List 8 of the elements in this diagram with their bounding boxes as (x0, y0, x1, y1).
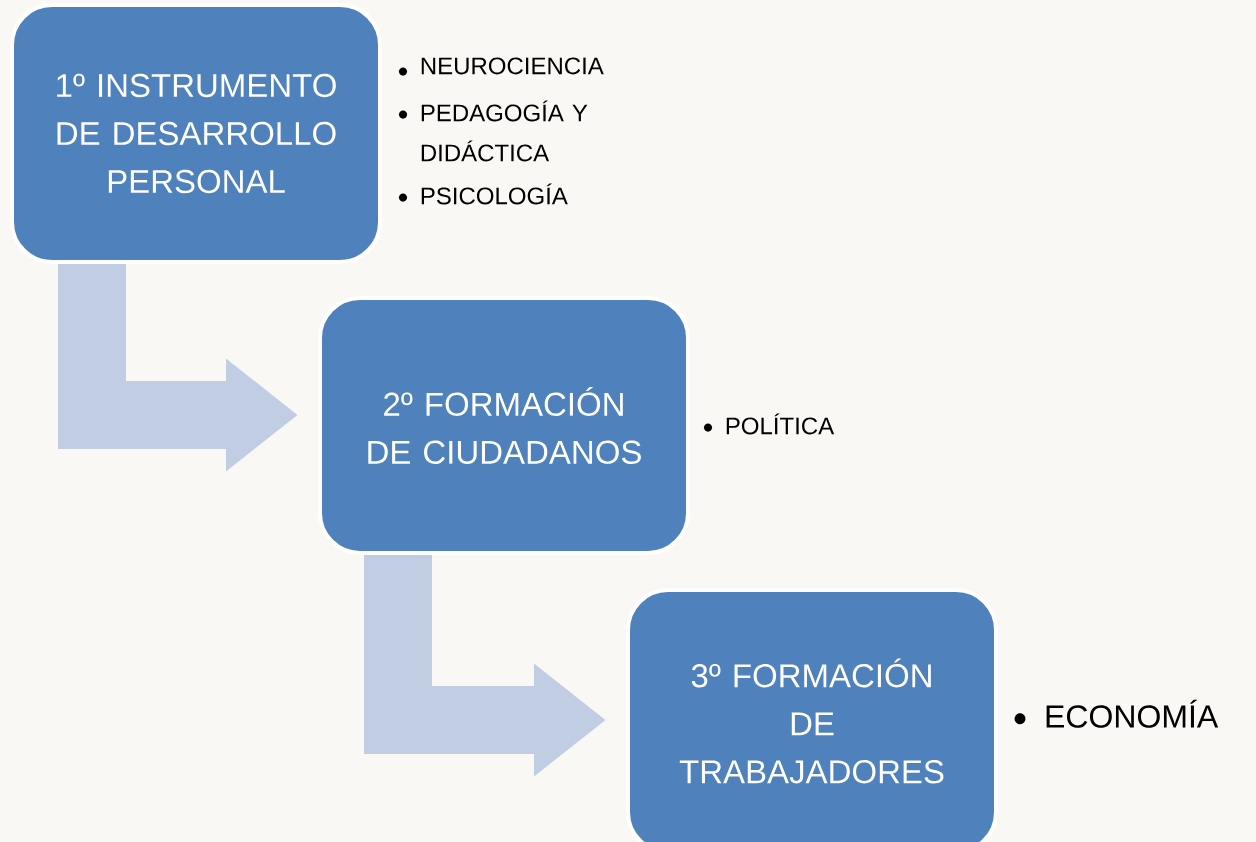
process-box: 2º FORMACIÓN DE CIUDADANOS (318, 296, 690, 555)
bullet-item: NEUROCIENCIA (421, 57, 604, 75)
bullet-item: PEDAGOGÍA Y DIDÁCTICA (421, 100, 588, 162)
process-box: 3º FORMACIÓN DE TRABAJADORES (626, 588, 998, 842)
process-box: 1º INSTRUMENTO DE DESARROLLO PERSONAL (10, 3, 382, 264)
bullet-item: POLÍTICA (726, 413, 835, 435)
bullet-item: PSICOLOGÍA (421, 183, 568, 205)
bullet-item: ECONOMÍA (1046, 699, 1219, 728)
